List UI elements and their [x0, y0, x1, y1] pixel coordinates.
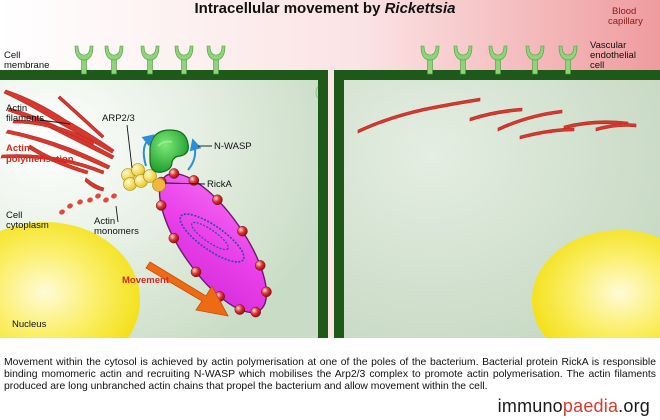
- figure-bottom-border: [0, 338, 660, 344]
- rickettsia-diagram: Intracellular movement by Rickettsia Cel…: [0, 0, 660, 344]
- label-nucleus: Nucleus: [12, 319, 47, 330]
- surface-proteins: [155, 168, 272, 318]
- label-actin-filaments: Actin filaments: [6, 103, 44, 124]
- immunopaedia-logo: immunopaedia.org: [498, 396, 650, 417]
- surface-protein: [190, 266, 202, 278]
- actin-filaments: [0, 89, 115, 192]
- receptor-icon: [74, 45, 94, 75]
- receptor-icon: [488, 45, 508, 75]
- actin-monomers: [59, 193, 117, 215]
- receptor-icon: [140, 45, 160, 75]
- label-arp23: ARP2/3: [102, 113, 135, 124]
- leader-lines: [39, 119, 212, 223]
- actin-filaments-right: [357, 97, 637, 140]
- surface-protein: [212, 194, 223, 206]
- label-cell-cytoplasm: Cell cytoplasm: [6, 210, 49, 231]
- label-cell-membrane: Cell membrane: [4, 50, 49, 71]
- movement-arrow: [145, 261, 229, 317]
- receptor-icon: [525, 45, 545, 75]
- label-actin-polymerisation: Actin polymerisation: [6, 143, 74, 165]
- n-wasp-protein: [149, 129, 189, 173]
- arp23-complex: [121, 163, 166, 192]
- diagram-title: Intracellular movement by Rickettsia: [195, 0, 456, 17]
- logo-part-paedia: paedia: [562, 396, 619, 416]
- surface-protein: [254, 260, 266, 271]
- logo-part-dot: .: [618, 396, 624, 416]
- surface-protein: [250, 306, 261, 318]
- surface-protein: [155, 200, 167, 211]
- label-n-wasp: N-WASP: [214, 141, 252, 152]
- receptor-icon: [453, 45, 473, 75]
- receptor-icon: [420, 45, 440, 75]
- rickettsia-bacterium: [155, 168, 272, 318]
- logo-part-org: org: [623, 396, 650, 416]
- membrane-receptors: [74, 45, 578, 75]
- label-blood-capillary: Blood capillary: [608, 6, 643, 27]
- recruitment-arrows: [141, 134, 202, 171]
- label-vascular-endothelial-cell: Vascular endothelial cell: [590, 40, 639, 71]
- surface-protein: [261, 286, 272, 298]
- cell-membrane: [0, 70, 660, 344]
- receptor-icon: [206, 45, 226, 75]
- nucleus-left: [0, 222, 140, 344]
- label-actin-monomers: Actin monomers: [94, 216, 139, 237]
- receptor-icon: [174, 45, 194, 75]
- label-ricka: RickA: [207, 179, 232, 190]
- surface-protein: [234, 304, 246, 315]
- receptor-icon: [104, 45, 124, 75]
- receptor-icon: [558, 45, 578, 75]
- label-movement: Movement: [122, 275, 170, 286]
- nucleus-right: [532, 230, 660, 344]
- surface-protein: [237, 225, 248, 237]
- surface-protein: [188, 175, 200, 186]
- figure-caption: Movement within the cytosol is achieved …: [4, 357, 656, 392]
- surface-protein: [168, 168, 180, 179]
- logo-part-immuno: immuno: [497, 396, 563, 416]
- surface-protein: [168, 232, 180, 244]
